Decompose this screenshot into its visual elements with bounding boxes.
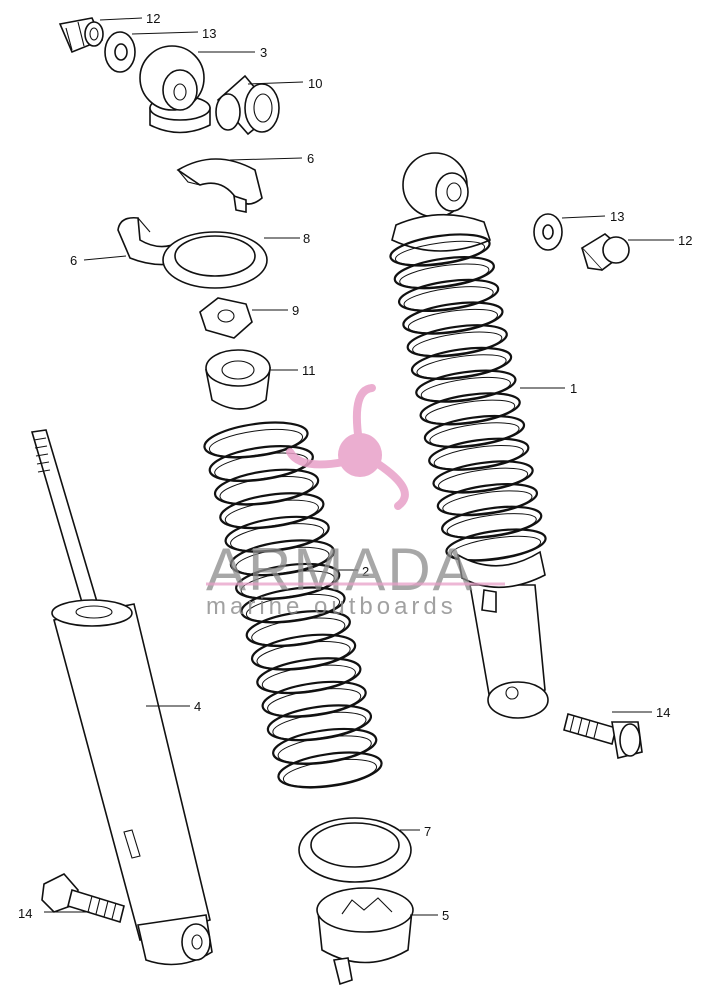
callout-6-upper: 6 — [307, 151, 314, 166]
split-collar-6-upper — [176, 158, 263, 213]
callout-3: 3 — [260, 45, 267, 60]
spring-coil-inner — [403, 286, 494, 311]
bump-stop-11 — [205, 349, 271, 410]
spring-coil — [419, 392, 521, 426]
spring-coil — [393, 256, 495, 290]
spring-coil — [219, 492, 325, 530]
cap-nut-12-top — [58, 17, 104, 54]
shock-absorber-assembly-1 — [389, 152, 549, 719]
bolt-14-right — [563, 712, 643, 759]
propeller-icon — [286, 384, 409, 510]
callout-1: 1 — [570, 381, 577, 396]
watermark-tagline: marine outboards — [206, 593, 457, 620]
spring-coil-inner — [282, 758, 378, 788]
spring-adjuster-cam-5 — [316, 887, 414, 986]
cap-nut-12-right — [580, 233, 630, 272]
damper-unit-4 — [30, 429, 213, 966]
spring-coil — [213, 468, 320, 506]
spring-coil-inner — [425, 399, 516, 425]
spring-coil — [441, 505, 543, 539]
spring-coil — [436, 483, 539, 517]
spring-coil — [445, 528, 547, 562]
spring-coil — [428, 437, 530, 471]
watermark-brand: ARMADA — [206, 536, 475, 603]
spring-coil-inner — [433, 445, 524, 470]
spring-coil-inner — [399, 263, 490, 288]
bolt-14-left — [41, 873, 125, 924]
spring-coil — [406, 324, 508, 358]
spring-coil — [266, 704, 373, 742]
spring-coil-inner — [412, 331, 503, 356]
spring-coil — [272, 727, 378, 765]
spring-coil — [203, 421, 309, 459]
spring-coil — [402, 301, 504, 335]
spring-coil-inner — [407, 308, 499, 334]
spring-coil — [235, 562, 341, 600]
spring-coil-inner — [446, 513, 537, 538]
spring-coil — [224, 515, 330, 553]
hex-nut-9 — [199, 297, 253, 339]
spring-coil — [423, 414, 526, 449]
spring-coil — [389, 233, 491, 267]
callout-5: 5 — [442, 908, 449, 923]
lower-washer-7 — [298, 817, 412, 883]
callout-14-right: 14 — [656, 705, 670, 720]
upper-mount-eye-3 — [139, 45, 211, 134]
spring-coil — [229, 539, 336, 577]
spring-coil — [397, 278, 500, 312]
spring-coil — [245, 610, 351, 648]
watermark: ARMADA marine outboards — [206, 384, 505, 620]
washer-13-right — [533, 213, 563, 251]
spring-coil-inner — [450, 535, 542, 561]
callout-9: 9 — [292, 303, 299, 318]
bushing-10 — [215, 74, 280, 136]
callout-13-right: 13 — [610, 209, 624, 224]
spring-coil-inner — [394, 240, 486, 266]
callout-12-top: 12 — [146, 11, 160, 26]
callout-13-top: 13 — [202, 26, 216, 41]
callout-11: 11 — [302, 363, 316, 378]
callout-2: 2 — [362, 564, 369, 579]
spring-coil — [432, 460, 534, 494]
spring-coil-inner — [420, 376, 511, 402]
spring-coil — [277, 751, 383, 789]
callout-6-lower: 6 — [70, 253, 77, 268]
spring-coil-inner — [416, 354, 507, 379]
spring-coil — [261, 680, 367, 718]
spring-coil — [415, 369, 517, 403]
spring-coil — [410, 346, 513, 381]
callout-4: 4 — [194, 699, 201, 714]
callout-14-left: 14 — [18, 906, 32, 921]
spring-coil — [250, 633, 357, 671]
callout-10: 10 — [308, 76, 322, 91]
spring-coil-inner — [442, 490, 533, 515]
callout-7: 7 — [424, 824, 431, 839]
washer-13-top — [104, 31, 136, 73]
spring-coil — [256, 657, 362, 695]
spring-coils-1 — [389, 233, 547, 562]
callout-8: 8 — [303, 231, 310, 246]
callout-12-right: 12 — [678, 233, 692, 248]
flat-washer-8 — [162, 231, 268, 289]
spring-coil-inner — [437, 467, 529, 493]
coil-spring-2 — [203, 421, 383, 789]
spring-coil — [240, 586, 346, 624]
spring-coil-inner — [429, 422, 520, 447]
spring-coil — [208, 445, 314, 483]
